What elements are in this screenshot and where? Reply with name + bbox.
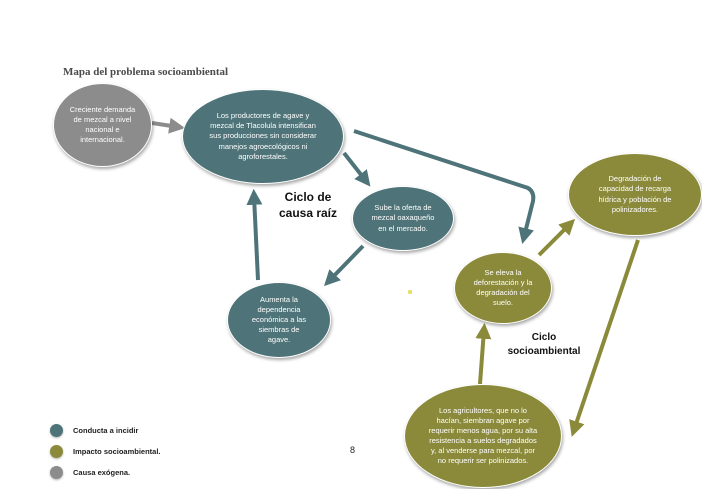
arrow-producers-to-deforestation bbox=[353, 129, 536, 244]
node-deforestation-text: Se eleva la deforestación y la degradaci… bbox=[473, 267, 533, 308]
node-demand: Creciente demanda de mezcal a nivel naci… bbox=[53, 83, 152, 167]
node-recharge-text: Degradación de capacidad de recarga hídr… bbox=[598, 174, 672, 214]
small-marker bbox=[408, 290, 412, 294]
legend-label-conducta: Conducta a incidir bbox=[73, 426, 139, 435]
root-cause-cycle-label: Ciclo de causa raíz bbox=[278, 190, 338, 220]
node-supply-text: Sube la oferta de mezcal oaxaqueño en el… bbox=[371, 203, 435, 233]
arrow-dependency-to-producers bbox=[246, 188, 263, 281]
arrow-supply-to-dependency bbox=[323, 244, 365, 287]
node-producers-text: Los productores de agave y mezcal de Tla… bbox=[209, 111, 317, 161]
legend-label-impacto: Impacto socioambiental. bbox=[73, 447, 161, 456]
legend-swatch-conducta bbox=[50, 424, 63, 437]
legend-swatch-impacto bbox=[50, 445, 63, 458]
legend-item-conducta: Conducta a incidir bbox=[50, 422, 161, 439]
legend-swatch-causa bbox=[50, 466, 63, 479]
legend-label-causa: Causa exógena. bbox=[73, 468, 131, 477]
legend: Conducta a incidir Impacto socioambienta… bbox=[50, 422, 161, 485]
node-dependency-text: Aumenta la dependencia económica a las s… bbox=[251, 294, 307, 345]
arrow-recharge-to-farmers bbox=[569, 239, 640, 437]
arrow-demand-to-producers bbox=[151, 117, 186, 134]
legend-item-causa: Causa exógena. bbox=[50, 464, 161, 481]
node-farmers: Los agricultores, que no lo hacían, siem… bbox=[404, 384, 562, 488]
legend-item-impacto: Impacto socioambiental. bbox=[50, 443, 161, 460]
node-demand-text: Creciente demanda de mezcal a nivel naci… bbox=[69, 104, 136, 145]
node-recharge: Degradación de capacidad de recarga hídr… bbox=[568, 153, 702, 236]
arrow-deforestation-to-recharge bbox=[537, 218, 576, 257]
node-supply: Sube la oferta de mezcal oaxaqueño en el… bbox=[352, 186, 454, 251]
node-dependency: Aumenta la dependencia económica a las s… bbox=[227, 282, 331, 358]
page-number: 8 bbox=[350, 445, 356, 455]
node-producers: Los productores de agave y mezcal de Tla… bbox=[182, 89, 344, 184]
node-deforestation: Se eleva la deforestación y la degradaci… bbox=[454, 252, 552, 324]
node-farmers-text: Los agricultores, que no lo hacían, siem… bbox=[428, 405, 538, 466]
socio-cycle-label: Ciclo socioambiental bbox=[507, 332, 581, 357]
diagram-title: Mapa del problema socioambiental bbox=[63, 66, 229, 78]
arrow-producers-to-supply bbox=[342, 151, 371, 187]
arrow-farmers-to-deforestation bbox=[475, 322, 492, 385]
